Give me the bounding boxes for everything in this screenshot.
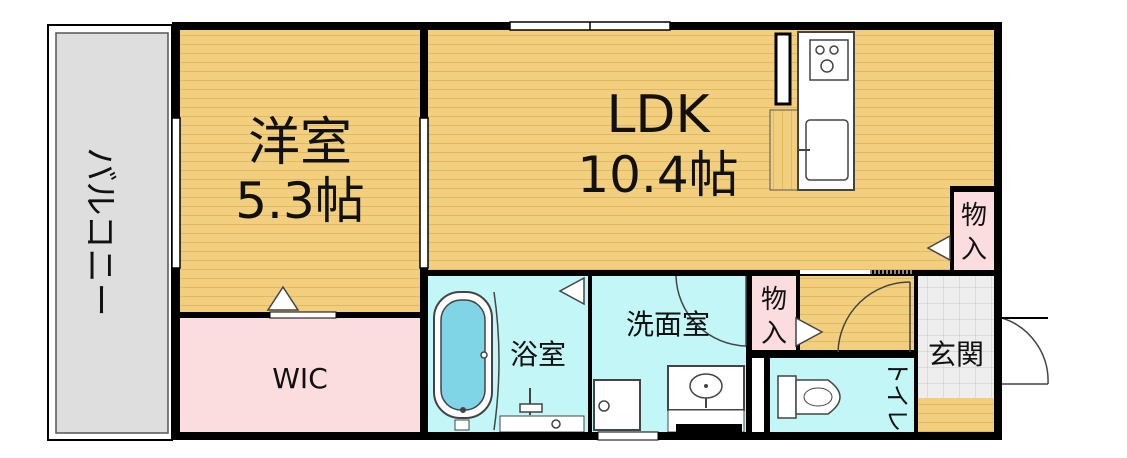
hall-floor — [796, 276, 914, 352]
sink-icon — [805, 119, 849, 181]
fridge-space — [774, 32, 792, 106]
washroom-fixtures — [593, 365, 745, 433]
balcony — [47, 24, 173, 441]
bathroom-label: 浴室 — [510, 338, 566, 371]
svg-text:入: 入 — [961, 235, 987, 265]
toilet-bowl-icon — [777, 375, 841, 419]
storage-hall-label: 物 入 — [761, 285, 787, 349]
western-room-name: 洋室 — [248, 113, 352, 173]
storage-ldk-floor — [954, 192, 994, 270]
western-room-size: 5.3帖 — [235, 172, 365, 230]
toilet-label: トイレ — [883, 360, 911, 432]
svg-text:物: 物 — [961, 201, 987, 231]
ldk-size: 10.4帖 — [577, 146, 738, 204]
svg-text:物: 物 — [761, 285, 787, 315]
door-arrows — [266, 234, 951, 348]
kitchen-counter — [769, 31, 855, 191]
washroom-label: 洗面室 — [626, 308, 710, 341]
storage-hall-floor — [752, 276, 796, 350]
wic-floor — [180, 318, 420, 432]
western-room-floor — [180, 30, 420, 312]
ldk-name: LDK — [606, 85, 711, 145]
entrance-label: 玄関 — [928, 338, 984, 371]
bathtub — [433, 291, 585, 433]
svg-text:入: 入 — [761, 319, 787, 349]
wic-label: WIC — [272, 362, 328, 395]
balcony-label: バルコニー — [80, 147, 120, 316]
windows — [171, 21, 742, 441]
doors — [675, 270, 1049, 385]
faucet-icon — [519, 403, 543, 413]
washing-machine-icon — [593, 379, 641, 431]
ldk-floor — [428, 30, 994, 270]
storage-ldk-label: 物 入 — [961, 201, 987, 265]
entrance-step — [918, 398, 994, 432]
stove-icon — [809, 39, 849, 81]
